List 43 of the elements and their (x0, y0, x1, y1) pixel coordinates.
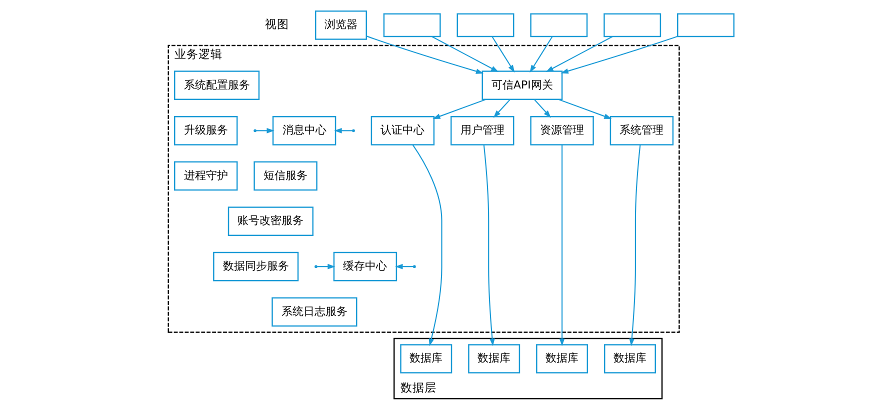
node-box (604, 13, 662, 38)
node-box: 升级服务 (174, 116, 238, 146)
node-box: 数据库 (400, 344, 452, 374)
arrow (256, 128, 274, 134)
node-box: 消息中心 (272, 116, 336, 146)
arrow (559, 145, 565, 346)
node-box: 数据库 (536, 344, 588, 374)
node-box: 短信服务 (254, 161, 318, 191)
node-box: 系统配置服务 (174, 70, 260, 100)
node-box: 数据库 (468, 344, 520, 374)
arrow (412, 144, 442, 346)
node-box: 系统日志服务 (272, 297, 358, 327)
arrow (546, 36, 613, 72)
arrow (432, 99, 486, 119)
node-box: 系统管理 (610, 116, 674, 146)
arrow (395, 264, 414, 270)
arrow (334, 128, 352, 134)
node-box (456, 13, 514, 38)
node-box: 数据库 (604, 344, 656, 374)
node-box: 账号改密服务 (228, 206, 314, 236)
arrow (558, 99, 612, 119)
arrow (366, 36, 484, 74)
node-box: 可信API网关 (482, 70, 563, 100)
node-box: 用户管理 (450, 116, 514, 146)
arrow (483, 144, 495, 346)
arrow (629, 144, 641, 346)
arrow (317, 264, 336, 270)
arrow (432, 36, 499, 72)
node-box (677, 13, 734, 38)
arrow (530, 36, 553, 73)
arrow (534, 99, 552, 118)
arrow (560, 36, 678, 74)
node-box: 进程守护 (174, 161, 238, 191)
node-box: 数据同步服务 (213, 252, 299, 282)
node-box: 浏览器 (314, 10, 367, 40)
node-box (383, 13, 441, 38)
node-box: 资源管理 (530, 116, 594, 146)
node-box: 缓存中心 (333, 252, 398, 282)
node-box (530, 13, 588, 38)
arrow (493, 99, 510, 118)
label: 视图 (264, 16, 289, 31)
node-box: 认证中心 (370, 116, 435, 146)
arrow (492, 36, 515, 73)
